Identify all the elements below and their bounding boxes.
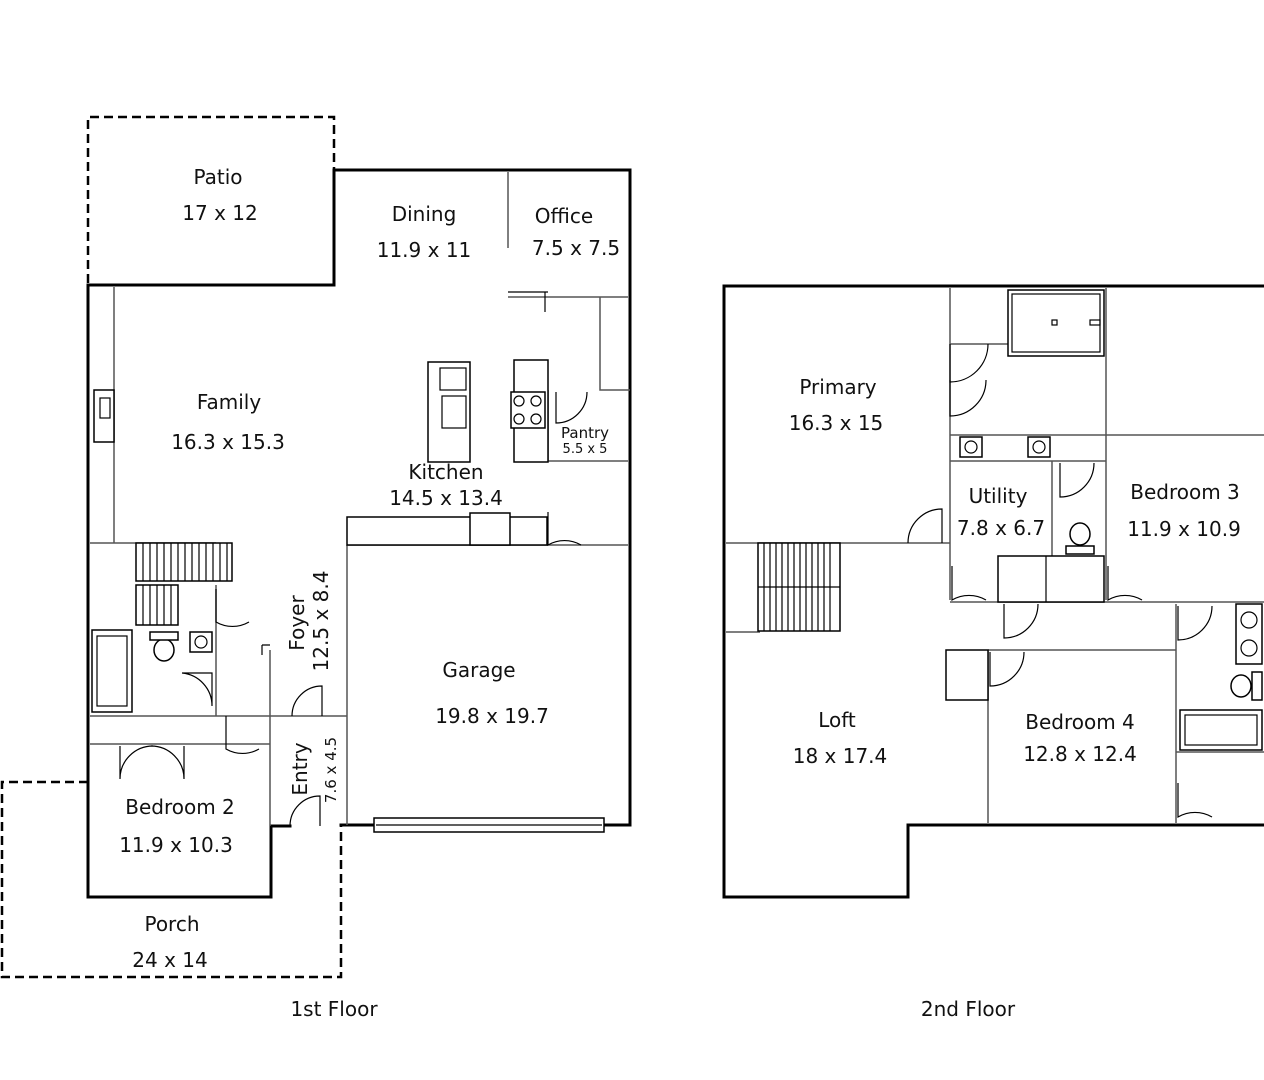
room-size-foyer: 12.5 x 8.4 [309,571,333,672]
burner-icon [530,413,542,425]
room-name-bedroom-4: Bedroom 4 [1025,710,1135,734]
jack-jill-door [1177,605,1213,641]
shower-drain [1051,319,1058,326]
staircase [135,542,233,626]
shower-icon [1007,289,1105,357]
vanity-counter [997,555,1105,603]
toilet-icon [153,638,175,662]
shower-valve [1089,319,1101,326]
exterior-wall [722,284,1264,899]
sink-icon [441,395,467,429]
room-size-office: 7.5 x 7.5 [532,236,620,260]
toilet-tank [149,631,179,641]
room-size-primary: 16.3 x 15 [789,411,884,435]
dryer-drum [1032,440,1046,454]
sink-basin [1240,611,1258,629]
room-name-dining: Dining [392,202,457,226]
room-name-patio: Patio [193,165,242,189]
room-name-primary: Primary [799,375,876,399]
room-name-utility: Utility [969,484,1028,508]
room-name-bedroom-2: Bedroom 2 [125,795,235,819]
room-name-bedroom-3: Bedroom 3 [1130,480,1240,504]
sink-basin [194,635,208,649]
room-name-kitchen: Kitchen [408,460,483,484]
staircase [757,542,841,632]
closet-shelf [945,649,989,701]
kitchen-counter [346,516,548,546]
porch-outline [0,780,343,979]
burner-icon [513,413,525,425]
room-size-porch: 24 x 14 [132,948,207,972]
pantry-door [555,391,588,424]
room-name-porch: Porch [144,912,199,936]
bath-door [215,589,250,628]
hall-door [1003,603,1039,639]
room-name-garage: Garage [442,658,515,682]
room-size-patio: 17 x 12 [182,201,257,225]
bathtub-icon [1179,709,1263,751]
bedroom-4-door [989,651,1025,687]
interior-wall [599,297,630,391]
bedroom-closet-double-door [119,745,185,780]
room-name-office: Office [535,204,593,228]
closet-door [1177,783,1213,819]
room-size-family: 16.3 x 15.3 [171,430,285,454]
office-desk [508,291,548,312]
fireplace-inner [99,397,111,419]
washer-drum [964,440,978,454]
toilet-tank [1065,545,1095,555]
first-floor-plan: Patio 17 x 12 Dining 11.9 x 11 Office 7.… [0,115,632,1021]
room-size-loft: 18 x 17.4 [793,744,888,768]
exterior-wall-west [86,283,292,899]
fireplace [93,389,115,443]
room-size-kitchen: 14.5 x 13.4 [389,486,503,510]
closet-door [949,379,987,417]
sink-icon [189,631,213,653]
burner-icon [513,395,525,407]
patio-outline [86,115,336,283]
foyer-door [291,685,323,717]
kitchen-island [427,361,471,463]
sink-basin [1240,639,1258,657]
second-floor-plan: Primary 16.3 x 15 Utility 7.8 x 6.7 Bedr… [722,284,1264,1021]
closet-door [949,343,989,383]
floor-label-2nd: 2nd Floor [921,997,1016,1021]
bathtub-inner [96,635,128,707]
entry-door [289,795,321,827]
room-name-entry: Entry [288,742,312,795]
room-size-bedroom-3: 11.9 x 10.9 [1127,517,1241,541]
bathtub-inner [1184,714,1258,746]
room-size-entry: 7.6 x 4.5 [322,737,340,803]
room-name-pantry: Pantry [561,424,609,442]
double-sink-counter [1235,603,1263,665]
room-size-garage: 19.8 x 19.7 [435,704,549,728]
bedroom-3-door [1107,566,1143,602]
toilet-tank [1251,671,1263,701]
foyer-closet-bracket [261,644,270,655]
toilet-icon [1069,522,1091,546]
room-name-foyer: Foyer [285,595,309,651]
toilet-icon [1230,674,1252,698]
dishwasher-icon [439,367,467,391]
room-name-family: Family [197,390,262,414]
washer-icon [959,436,983,458]
dryer-icon [1027,436,1051,458]
room-size-pantry: 5.5 x 5 [563,442,608,457]
room-name-loft: Loft [818,708,856,732]
room-size-bedroom-4: 12.8 x 12.4 [1023,742,1137,766]
bathtub-icon [91,629,133,713]
garage-entry-door [547,512,582,547]
primary-door [907,508,943,544]
utility-door [951,566,987,602]
floor-label-1st: 1st Floor [290,997,378,1021]
room-size-bedroom-2: 11.9 x 10.3 [119,833,233,857]
room-size-dining: 11.9 x 11 [377,238,472,262]
burner-icon [530,395,542,407]
closet-door [181,672,213,707]
hall-door [225,716,260,755]
kitchen-sink-icon [469,512,511,546]
room-size-utility: 7.8 x 6.7 [957,516,1045,540]
bath-door [1059,462,1095,498]
